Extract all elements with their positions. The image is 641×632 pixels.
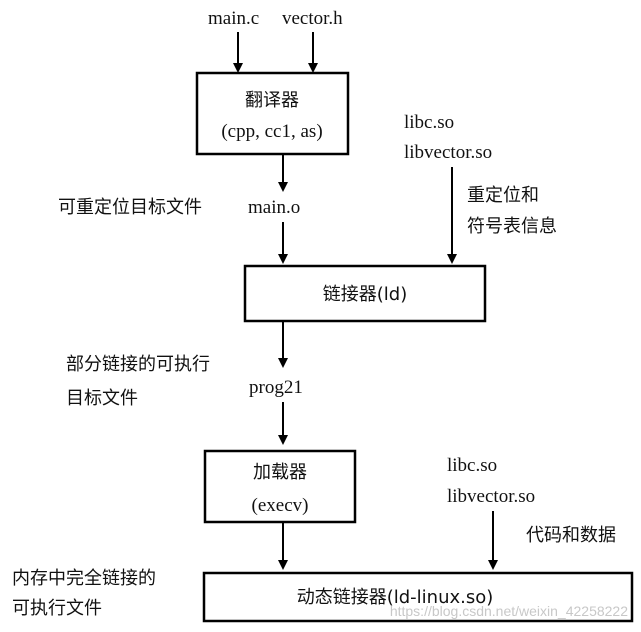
partial-executable-line2: 目标文件 [66,388,138,409]
libc-bottom-label: libc.so [447,455,497,476]
code-data-label: 代码和数据 [526,525,616,546]
loader-box [203,449,357,524]
memory-executable-line1: 内存中完全链接的 [12,568,156,589]
linker-box [243,264,487,323]
prog21-label: prog21 [249,377,303,398]
reloc-symbol-line2: 符号表信息 [467,216,557,237]
libvector-top-label: libvector.so [404,142,492,163]
reloc-symbol-line1: 重定位和 [467,185,539,206]
main-o-label: main.o [248,197,300,218]
dynamic-linker-label: 动态链接器(ld-linux.so) [297,587,494,608]
translator-title: 翻译器 [245,90,299,111]
memory-executable-line2: 可执行文件 [12,598,102,619]
libvector-bottom-label: libvector.so [447,486,535,507]
translator-box [195,71,350,156]
dynamic-linker-box [202,571,634,623]
main-c-label: main.c [208,8,259,29]
relocatable-object-label: 可重定位目标文件 [58,197,202,218]
loader-title: 加载器 [253,462,307,483]
libc-top-label: libc.so [404,112,454,133]
loader-sub: (execv) [252,495,309,516]
translator-sub: (cpp, cc1, as) [221,121,322,142]
linker-label: 链接器(ld) [323,284,407,305]
watermark: https://blog.csdn.net/weixin_42258222 [390,603,628,619]
vector-h-label: vector.h [282,8,343,29]
partial-executable-line1: 部分链接的可执行 [66,354,210,375]
